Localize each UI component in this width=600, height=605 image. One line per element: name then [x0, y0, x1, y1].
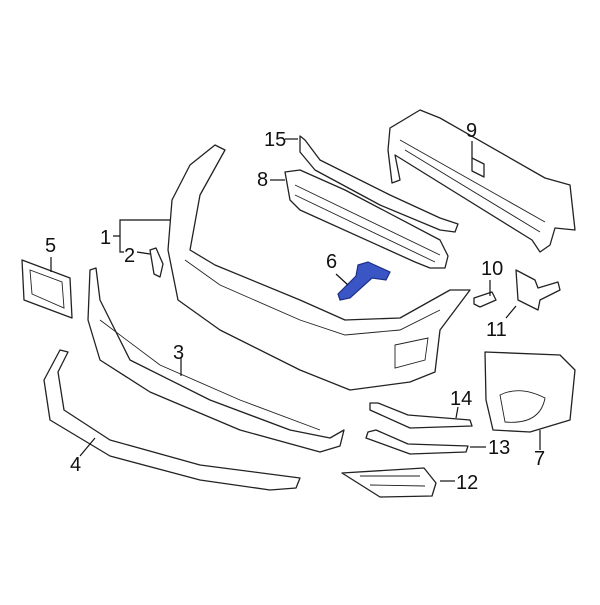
part-9-impact-bar[interactable] [387, 109, 576, 253]
callout-13: 13 [488, 437, 511, 459]
part-12-fog-cover[interactable] [341, 467, 437, 498]
callout-3: 3 [173, 342, 185, 364]
callout-6: 6 [326, 251, 338, 273]
part-5-mount-plate[interactable] [21, 259, 73, 319]
part-10-clip[interactable] [473, 291, 497, 308]
callout-10: 10 [481, 258, 504, 280]
callout-8: 8 [257, 169, 269, 191]
part-14-trim[interactable] [369, 402, 473, 429]
part-15-upper-absorber[interactable] [299, 135, 459, 233]
callout-15: 15 [264, 129, 287, 151]
part-7-fog-lamp-bracket[interactable] [484, 351, 576, 433]
part-6-bracket-highlighted[interactable] [337, 261, 391, 301]
part-2-clip[interactable] [149, 247, 164, 278]
part-3-lower-grille[interactable] [87, 267, 345, 453]
callout-9: 9 [466, 120, 478, 142]
callout-14: 14 [450, 388, 473, 410]
leader-lines [50, 138, 541, 482]
callout-12: 12 [456, 472, 479, 494]
part-13-trim[interactable] [365, 429, 469, 455]
callout-7: 7 [534, 448, 546, 470]
part-4-lower-spoiler[interactable] [43, 349, 301, 491]
part-8-energy-absorber[interactable] [284, 169, 449, 269]
callout-5: 5 [45, 235, 57, 257]
part-11-bracket[interactable] [515, 269, 561, 311]
callout-11: 11 [486, 319, 507, 341]
callout-2: 2 [124, 245, 136, 267]
callout-4: 4 [70, 454, 82, 476]
callout-1: 1 [100, 227, 112, 249]
part-1-bumper-cover[interactable] [167, 144, 471, 391]
